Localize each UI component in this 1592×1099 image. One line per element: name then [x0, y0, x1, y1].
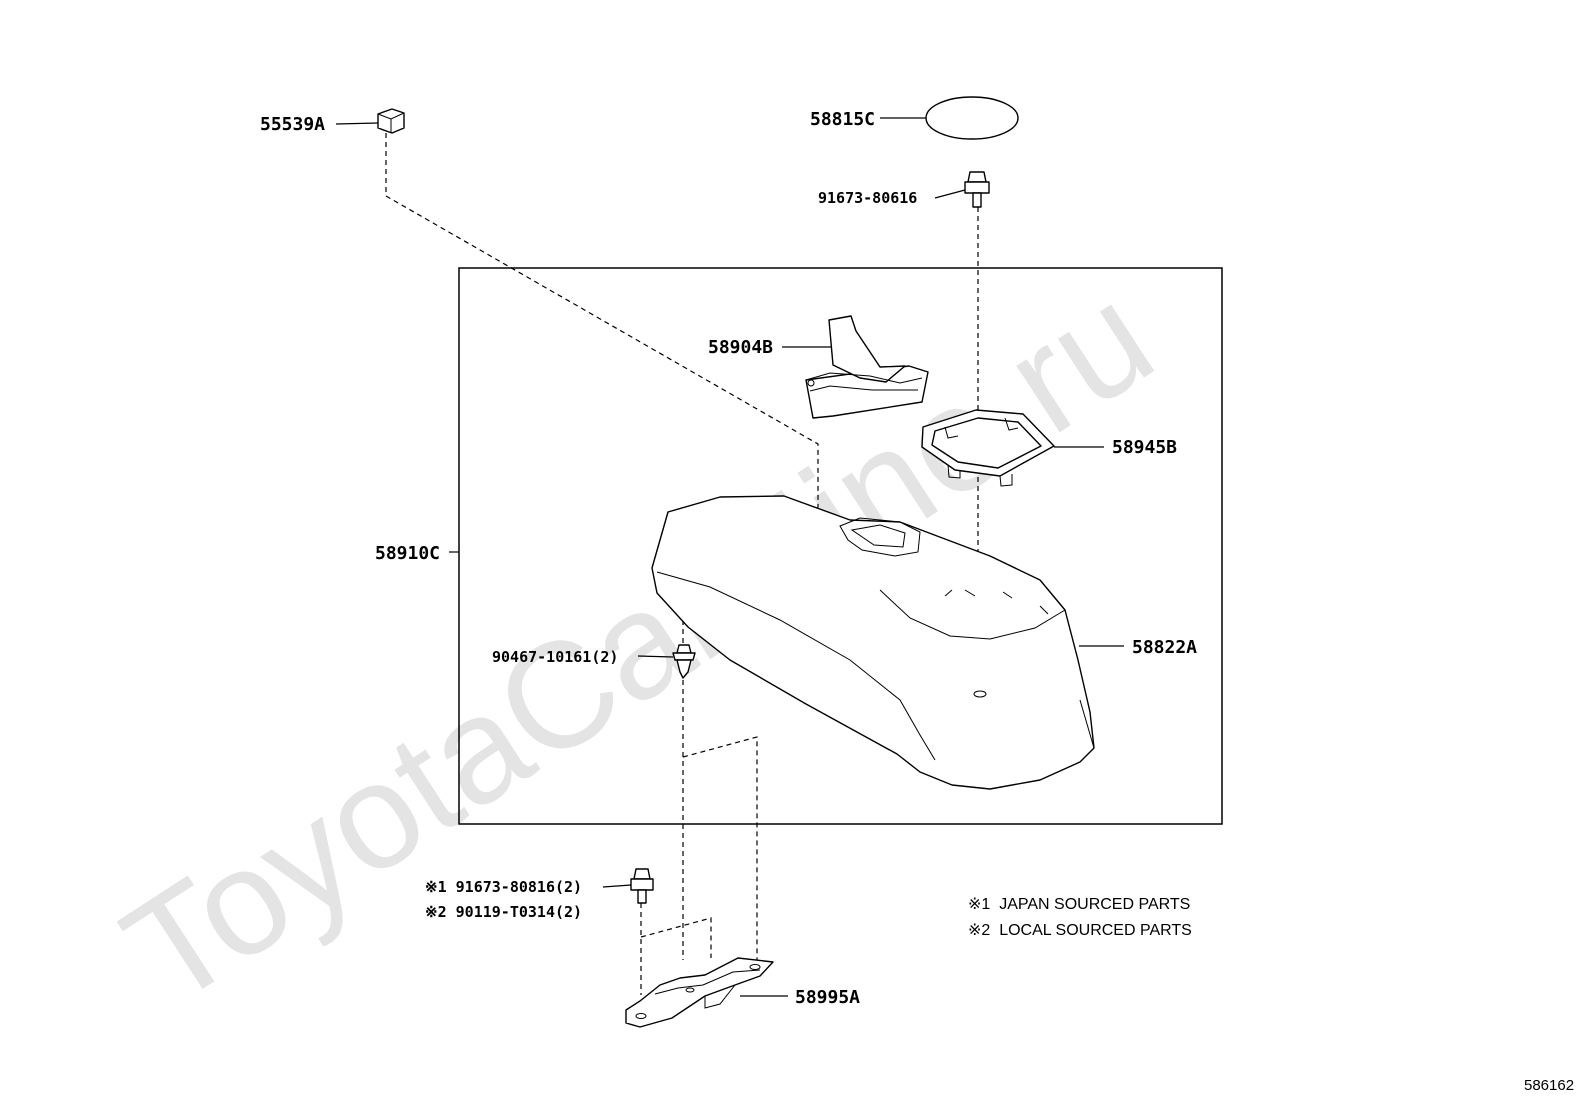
- label-55539a: 55539A: [260, 114, 325, 135]
- note-local-sourced: ※2 LOCAL SOURCED PARTS: [968, 922, 1192, 939]
- label-91673-80816: ※1 91673-80816(2): [425, 878, 582, 896]
- label-90119-t0314: ※2 90119-T0314(2): [425, 903, 582, 921]
- dash-line-55539a: [385, 133, 819, 517]
- part-91673-80616-screw: [964, 171, 990, 208]
- part-58945b-bezel: [921, 409, 1055, 487]
- leader-55539a: [335, 122, 379, 125]
- part-58904b-boot: [805, 315, 929, 419]
- part-58995a-bracket: [625, 957, 774, 1028]
- part-58822a-console: [651, 495, 1095, 790]
- dash-line-bracket-frame: [682, 736, 758, 960]
- assembly-box: [458, 267, 1223, 825]
- label-58822a: 58822A: [1132, 637, 1197, 658]
- label-91673-80616: 91673-80616: [818, 189, 917, 207]
- label-58945b: 58945B: [1112, 437, 1177, 458]
- figure-number: 586162: [1524, 1077, 1574, 1094]
- part-55539a-clip: [377, 108, 405, 134]
- label-58904b: 58904B: [708, 337, 773, 358]
- label-58815c: 58815C: [810, 109, 875, 130]
- part-58815c-pad: [925, 96, 1019, 140]
- part-bracket-bolt: [630, 868, 654, 904]
- label-58995a: 58995A: [795, 987, 860, 1008]
- label-90467-10161: 90467-10161(2): [492, 648, 618, 666]
- leader-bracket-bolt: [602, 884, 632, 888]
- leader-90467-10161: [637, 655, 674, 658]
- label-58910c: 58910C: [375, 543, 440, 564]
- leader-91673-80616: [934, 189, 966, 199]
- note-japan-sourced: ※1 JAPAN SOURCED PARTS: [968, 896, 1190, 913]
- part-90467-10161-clip: [672, 644, 696, 679]
- dash-line-bracket-bolt-frame: [640, 917, 712, 958]
